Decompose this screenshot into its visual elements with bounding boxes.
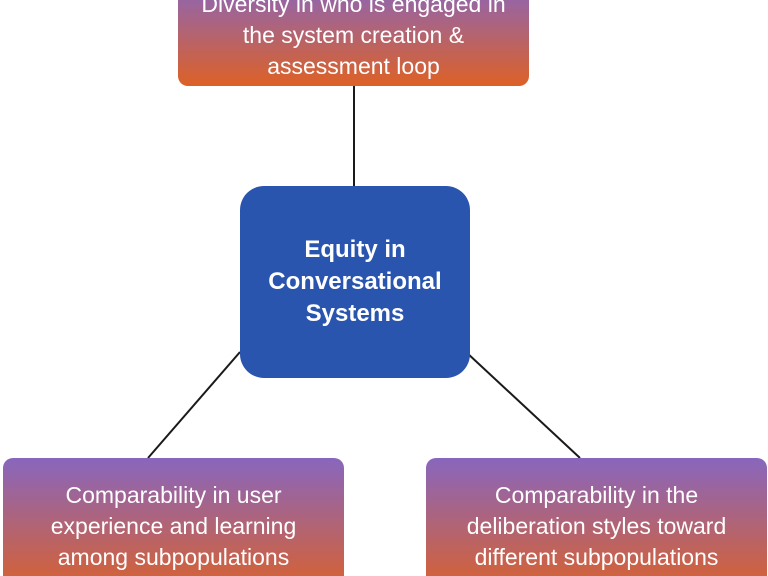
node-bottom-right: Comparability in the deliberation styles… [426,458,767,576]
node-top-label: Diversity in who is engaged in the syste… [201,0,506,79]
connector-right [465,351,581,459]
connector-left [147,351,241,459]
center-node-label: Equity in Conversational Systems [268,236,442,327]
node-bottom-left-label: Comparability in user experience and lea… [50,482,297,570]
node-bottom-right-label: Comparability in the deliberation styles… [466,482,727,570]
node-bottom-left: Comparability in user experience and lea… [3,458,344,576]
node-top: Diversity in who is engaged in the syste… [178,0,529,86]
center-node: Equity in Conversational Systems [240,186,470,378]
